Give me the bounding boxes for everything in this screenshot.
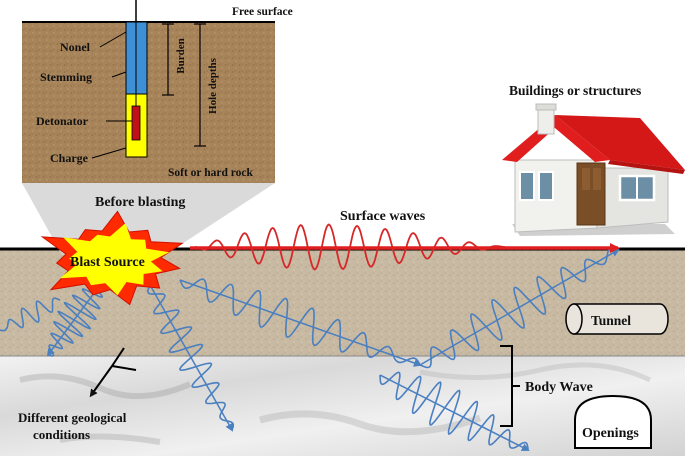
house-icon xyxy=(502,103,685,236)
before-blasting-label: Before blasting xyxy=(95,195,185,210)
body-wave-reflect-down-ray xyxy=(379,374,530,451)
rock-layer xyxy=(0,356,685,456)
surface-waves-label: Surface waves xyxy=(340,209,426,224)
waves-group xyxy=(0,223,620,451)
body-wave-down-steep-ray xyxy=(149,284,233,432)
inset-rock-panel xyxy=(22,22,275,183)
geology-label-line2: conditions xyxy=(33,427,90,442)
blast-source-label: Blast Source xyxy=(70,255,145,270)
tunnel-icon xyxy=(565,303,669,335)
body-wave-bracket xyxy=(500,345,520,427)
body-wave-reflect-up-ray xyxy=(419,248,620,366)
blast-star-icon xyxy=(40,210,184,306)
geology-label-line1: Different geological xyxy=(18,410,127,425)
body-wave-down-left-ray xyxy=(46,284,101,357)
body-wave-label: Body Wave xyxy=(525,380,593,395)
inset-before-blasting: Free surface Nonel Stemming Detonator Ch… xyxy=(22,0,293,183)
free-surface-label: Free surface xyxy=(232,6,293,18)
rock-texture xyxy=(19,362,652,445)
detonator-marker xyxy=(131,105,141,141)
soft-or-hard-rock-label: Soft or hard rock xyxy=(168,167,253,179)
openings-label: Openings xyxy=(582,426,639,441)
tunnel-label: Tunnel xyxy=(591,313,631,328)
body-wave-diagonal-ray xyxy=(179,279,422,367)
opening-icon xyxy=(574,394,652,449)
body-wave-left-short xyxy=(0,297,61,332)
burden-label: Burden xyxy=(175,38,187,73)
buildings-label: Buildings or structures xyxy=(509,83,641,98)
nonel-label: Nonel xyxy=(60,40,91,54)
hole-depths-label: Hole depths xyxy=(207,57,219,114)
detonator-label: Detonator xyxy=(36,114,89,128)
charge-label: Charge xyxy=(50,151,89,165)
stemming-label: Stemming xyxy=(40,70,92,84)
